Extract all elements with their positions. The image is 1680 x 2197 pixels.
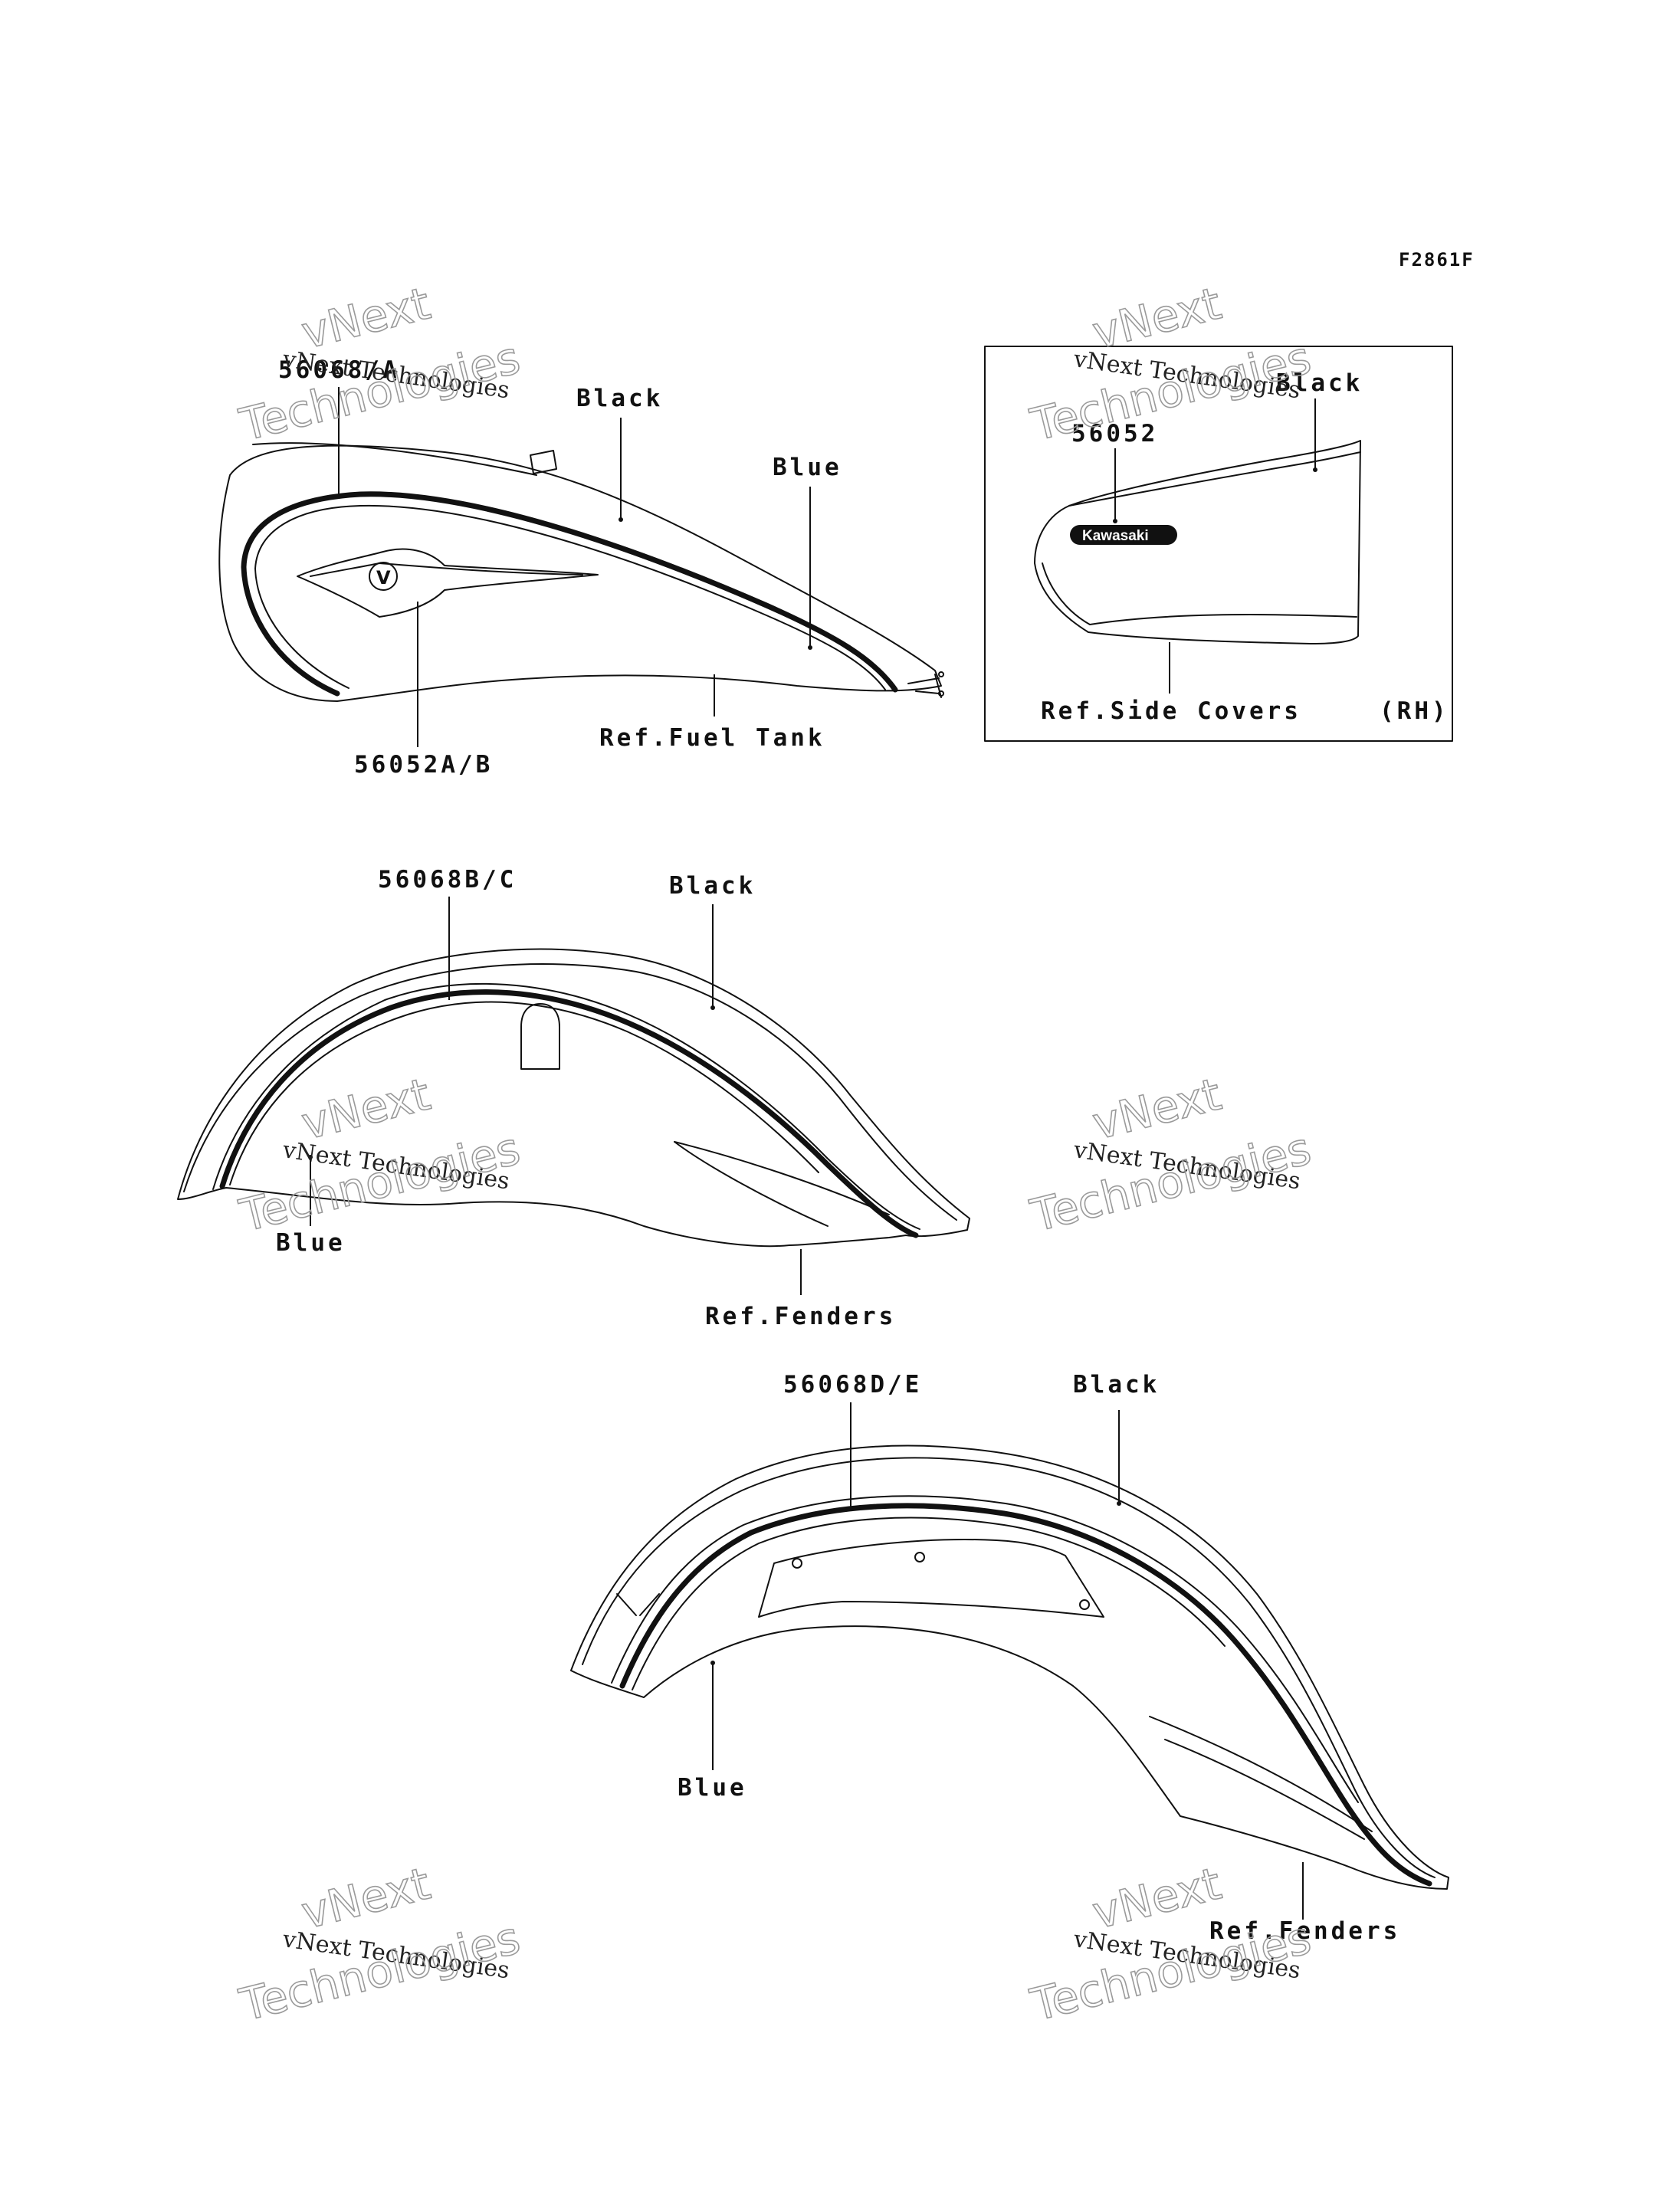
figure-code: F2861F: [1399, 249, 1475, 271]
fuel-tank-blue-label: Blue: [773, 454, 842, 481]
watermark-bottom-right: vNext Technologies vNext Technologies: [1025, 1857, 1317, 2032]
front-fender-inner: [674, 1141, 890, 1215]
front-fender-drawing: [177, 948, 970, 1248]
watermark-mid-left: vNext Technologies vNext Technologies: [234, 1067, 526, 1243]
side-cover-box: [984, 346, 1453, 742]
side-cover-side-label: (RH): [1380, 697, 1449, 725]
side-cover-black-label: Black: [1276, 369, 1363, 397]
svg-text:Technologies: Technologies: [1025, 1911, 1316, 2031]
fuel-tank-outline: [218, 444, 942, 702]
svg-text:Technologies: Technologies: [1025, 331, 1316, 451]
watermark-bottom-left: vNext Technologies vNext Technologies: [234, 1857, 526, 2032]
front-fender-part-label: 56068B/C: [378, 866, 517, 894]
front-fender-black-label: Black: [669, 872, 756, 900]
front-fender-blue-label: Blue: [276, 1229, 346, 1257]
svg-text:vNext: vNext: [297, 1068, 435, 1150]
watermark-top-right: vNext Technologies vNext Technologies: [1025, 277, 1317, 452]
side-cover-reference-label: Ref.Side Covers: [1041, 697, 1301, 725]
svg-text:Technologies: Technologies: [1025, 1122, 1316, 1241]
fuel-tank-drawing: V: [218, 442, 944, 702]
svg-text:vNext: vNext: [1088, 1858, 1226, 1940]
svg-text:Technologies: Technologies: [235, 1911, 525, 2031]
side-cover-part-label: 56052: [1071, 420, 1158, 448]
watermark-mid-right: vNext Technologies vNext Technologies: [1025, 1067, 1317, 1243]
svg-text:vNext: vNext: [1088, 1068, 1226, 1150]
rear-fender-black-label: Black: [1073, 1371, 1160, 1399]
rear-fender-bracket: [758, 1539, 1104, 1618]
fuel-tank-stripe-inner: [254, 504, 886, 690]
rear-fender-outer: [570, 1444, 1449, 1890]
fuel-tank-stripe: [241, 491, 898, 697]
fuel-tank-stripe-part-label: 56068/A: [278, 356, 400, 384]
fuel-cap: [530, 450, 557, 474]
svg-text:vNext: vNext: [297, 277, 435, 359]
rear-fender-part-label: 56068D/E: [783, 1371, 922, 1399]
fuel-tank-top-edge: [252, 442, 537, 476]
side-cover-outline: [1034, 440, 1361, 644]
kawasaki-logo: [1070, 525, 1177, 545]
fuel-tank-black-label: Black: [576, 385, 663, 412]
kawasaki-logo-text: Kawasaki: [1082, 528, 1149, 544]
front-fender-stripe: [219, 989, 919, 1238]
tank-emblem: V: [297, 548, 599, 618]
rear-fender-blue-label: Blue: [678, 1774, 747, 1802]
rear-fender-drawing: [570, 1444, 1449, 1890]
svg-text:vNext: vNext: [297, 1858, 435, 1940]
fuel-tank-reference-label: Ref.Fuel Tank: [599, 724, 825, 752]
side-cover-drawing: Kawasaki: [1034, 440, 1361, 644]
rear-fender-reference-label: Ref.Fenders: [1209, 1917, 1400, 1945]
fuel-tank-petcock: [907, 674, 942, 698]
rear-fender-stripe: [619, 1503, 1432, 1887]
svg-text:V: V: [376, 567, 391, 589]
front-fender-reference-label: Ref.Fenders: [705, 1303, 896, 1330]
svg-text:Technologies: Technologies: [235, 1122, 525, 1241]
front-fender-outer: [177, 948, 970, 1248]
svg-text:Technologies: Technologies: [235, 331, 525, 451]
fuel-tank-emblem-part-label: 56052A/B: [354, 751, 493, 779]
